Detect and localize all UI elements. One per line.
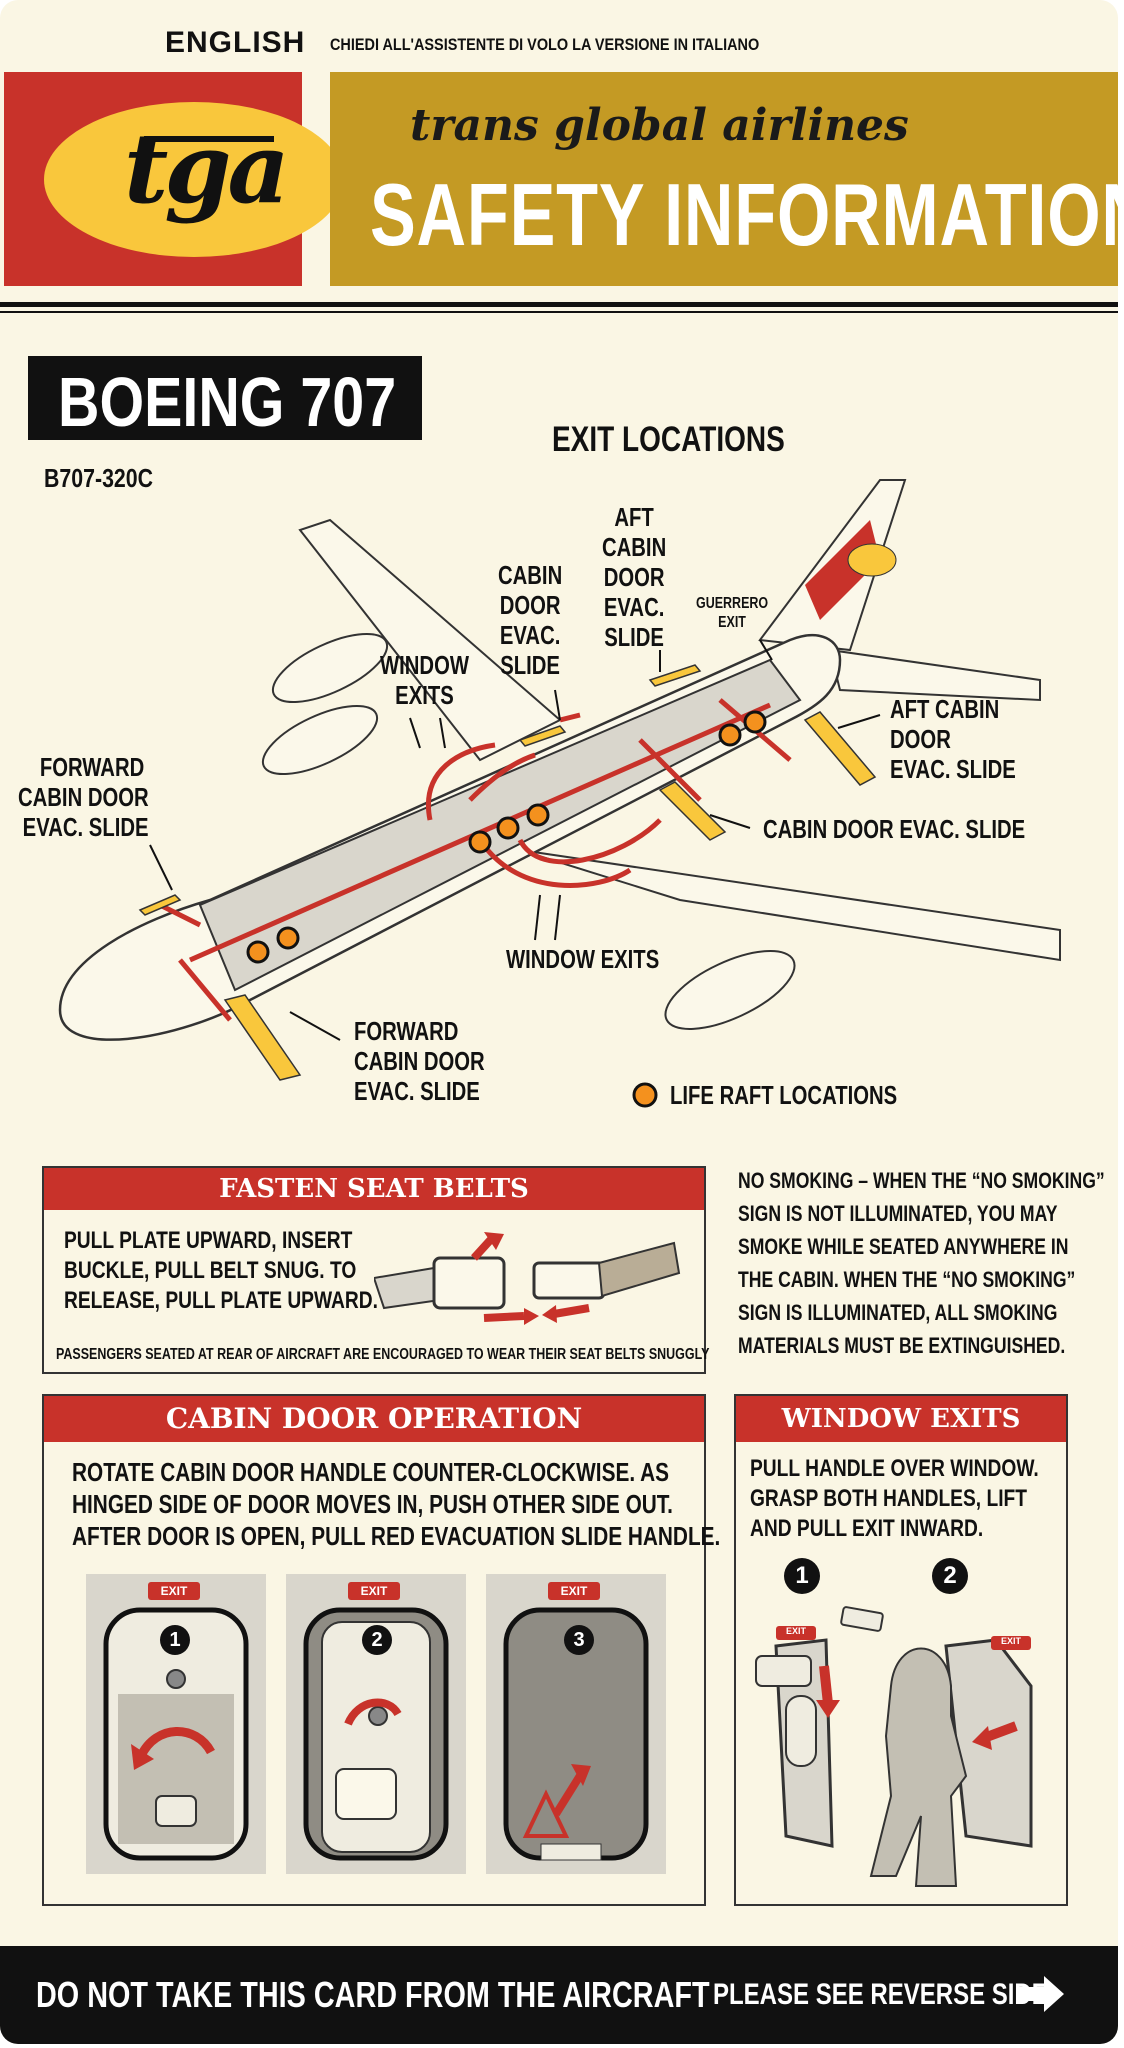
label-cabin-door-slide-top: CABIN DOOR EVAC. SLIDE bbox=[498, 560, 563, 680]
door-step-2 bbox=[286, 1574, 466, 1874]
exit-locations-title: EXIT LOCATIONS bbox=[552, 420, 785, 459]
life-raft-6 bbox=[718, 723, 742, 747]
door-step-number-3: 3 bbox=[564, 1625, 594, 1655]
header-divider bbox=[0, 302, 1118, 307]
label-forward-cabin-door-left: FORWARD CABIN DOOR EVAC. SLIDE bbox=[18, 752, 149, 842]
label-window-exits-bottom: WINDOW EXITS bbox=[506, 944, 660, 974]
footer-bar: DO NOT TAKE THIS CARD FROM THE AIRCRAFT … bbox=[0, 1946, 1118, 2044]
near-wing bbox=[519, 849, 1061, 962]
life-raft-4 bbox=[496, 816, 520, 840]
arrow-right-icon bbox=[1018, 1976, 1064, 2012]
seat-belt-illustration bbox=[374, 1232, 681, 1325]
slide-forward-top bbox=[138, 894, 182, 916]
cabin-door-box: CABIN DOOR OPERATION ROTATE CABIN DOOR H… bbox=[42, 1394, 720, 1906]
label-guerrero-exit: GUERRERO EXIT bbox=[696, 595, 769, 631]
window-exits-box: WINDOW EXITS PULL HANDLE OVER WINDOW. GR… bbox=[734, 1394, 1068, 1906]
life-raft-1 bbox=[246, 940, 270, 964]
seat-belt-instructions: PULL PLATE UPWARD, INSERT BUCKLE, PULL B… bbox=[64, 1227, 378, 1314]
window-exit-sign-1: EXIT bbox=[785, 1626, 806, 1636]
life-raft-2 bbox=[276, 926, 300, 950]
engine-1 bbox=[271, 632, 389, 704]
title-band: trans global airlines SAFETY INFORMATION bbox=[330, 72, 1118, 286]
airline-name: trans global airlines bbox=[410, 100, 909, 151]
footer-reverse-note: PLEASE SEE REVERSE SIDE bbox=[713, 1978, 1048, 2011]
page-title: SAFETY INFORMATION bbox=[370, 165, 1118, 264]
window-step-number-1: 1 bbox=[784, 1558, 820, 1594]
slide-aft-right bbox=[803, 711, 877, 786]
cabin-door-steps bbox=[86, 1574, 666, 1874]
label-aft-cabin-door-right: AFT CABIN DOOR EVAC. SLIDE bbox=[890, 694, 1016, 784]
logo-oval bbox=[44, 102, 344, 257]
door-step-number-2: 2 bbox=[362, 1625, 392, 1655]
window-exits-instructions: PULL HANDLE OVER WINDOW. GRASP BOTH HAND… bbox=[750, 1455, 1039, 1542]
seat-belt-note: PASSENGERS SEATED AT REAR OF AIRCRAFT AR… bbox=[56, 1346, 710, 1363]
life-raft-5 bbox=[526, 803, 550, 827]
logo-underline bbox=[144, 136, 274, 142]
cabin-door-title: CABIN DOOR OPERATION bbox=[44, 1396, 704, 1442]
label-life-raft-locations: LIFE RAFT LOCATIONS bbox=[670, 1080, 898, 1110]
slide-aft-top bbox=[648, 664, 702, 687]
life-raft-3 bbox=[468, 830, 492, 854]
label-forward-cabin-door-bottom: FORWARD CABIN DOOR EVAC. SLIDE bbox=[354, 1016, 485, 1106]
stabilizer bbox=[828, 648, 1041, 702]
door-step-number-1: 1 bbox=[160, 1625, 190, 1655]
door-exit-sign-2: EXIT bbox=[360, 1584, 388, 1598]
window-exit-sign-2: EXIT bbox=[1000, 1636, 1021, 1646]
window-exit-illustration bbox=[755, 1606, 1033, 1887]
label-window-exits-top: WINDOW EXITS bbox=[380, 650, 469, 710]
door-exit-sign-3: EXIT bbox=[560, 1584, 588, 1598]
footer-warning: DO NOT TAKE THIS CARD FROM THE AIRCRAFT bbox=[36, 1974, 710, 2015]
engine-3 bbox=[664, 950, 796, 1030]
engine-2 bbox=[261, 704, 379, 776]
seat-belt-box: FASTEN SEAT BELTS PULL PLATE UPWARD, INS… bbox=[42, 1166, 710, 1374]
far-wing bbox=[298, 518, 562, 762]
language-label: ENGLISH bbox=[165, 26, 306, 59]
life-raft-legend-icon bbox=[632, 1082, 658, 1108]
italian-version-note: CHIEDI ALL'ASSISTENTE DI VOLO LA VERSION… bbox=[330, 35, 760, 54]
slide-forward-bottom bbox=[223, 994, 302, 1081]
door-step-1 bbox=[86, 1574, 266, 1874]
header-divider-thin bbox=[0, 311, 1118, 313]
aircraft-variant: B707-320C bbox=[44, 463, 154, 493]
seat-belt-title: FASTEN SEAT BELTS bbox=[44, 1168, 704, 1210]
life-raft-7 bbox=[743, 710, 767, 734]
window-exits-title: WINDOW EXITS bbox=[736, 1396, 1066, 1442]
model-box: BOEING 707 bbox=[28, 356, 422, 441]
aircraft-model: BOEING 707 bbox=[58, 363, 397, 441]
no-smoking-text: NO SMOKING – WHEN THE “NO SMOKING” SIGN … bbox=[738, 1168, 1105, 1358]
aircraft-exit-diagram bbox=[58, 479, 1061, 1108]
label-aft-cabin-door-slide-top: AFT CABIN DOOR EVAC. SLIDE bbox=[602, 502, 667, 652]
window-step-number-2: 2 bbox=[932, 1558, 968, 1594]
cabin-door-instructions: ROTATE CABIN DOOR HANDLE COUNTER-CLOCKWI… bbox=[72, 1457, 721, 1551]
tga-logo: tga bbox=[124, 112, 290, 225]
label-cabin-door-right: CABIN DOOR EVAC. SLIDE bbox=[763, 814, 1026, 844]
tail-logo-oval bbox=[847, 543, 897, 577]
slide-cabin-right bbox=[658, 781, 727, 841]
logo-block: tga bbox=[4, 72, 344, 286]
slide-cabin-top bbox=[518, 725, 567, 747]
tail-stripe bbox=[805, 520, 880, 620]
door-step-3 bbox=[486, 1574, 666, 1874]
door-exit-sign-1: EXIT bbox=[160, 1584, 188, 1598]
